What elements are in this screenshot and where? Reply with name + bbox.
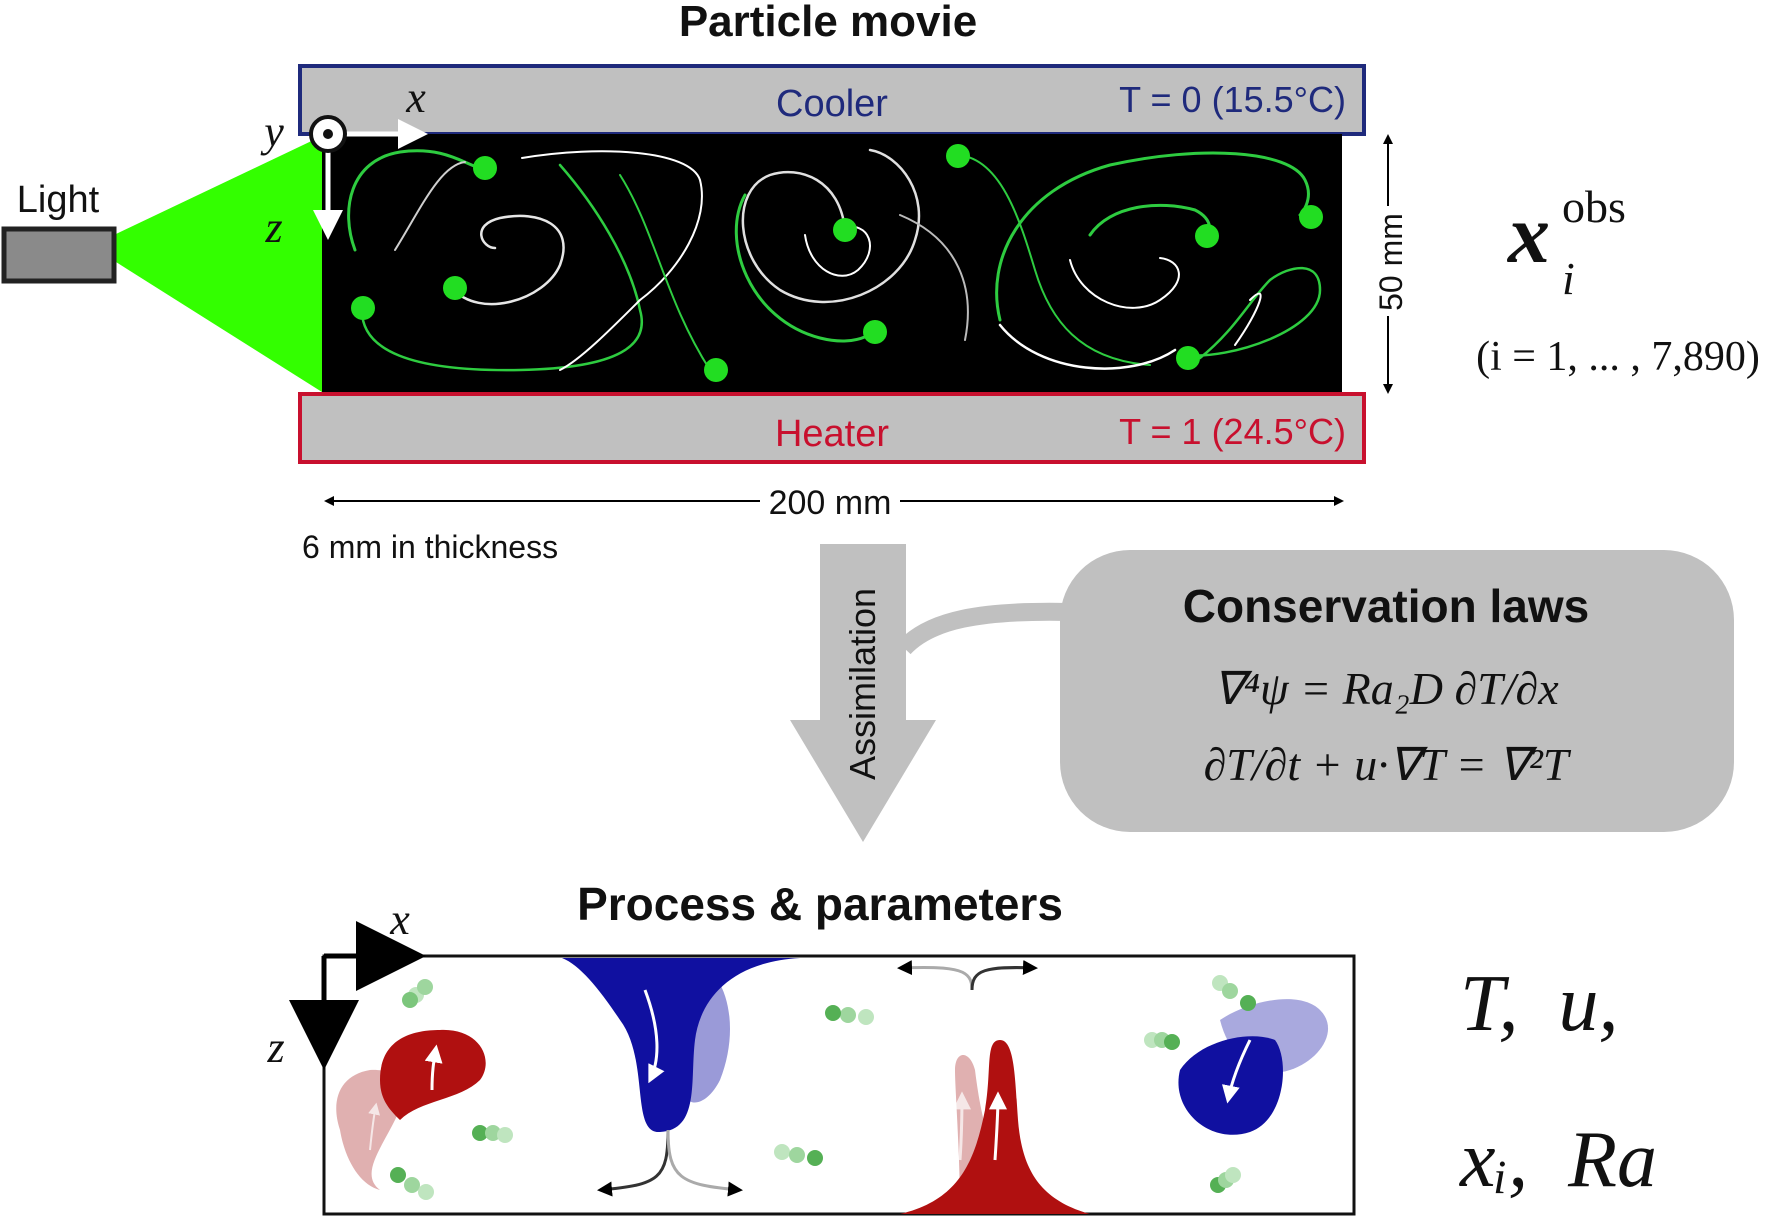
particle <box>443 276 467 300</box>
conservation-equation-1: ∇⁴ψ = Ra₂D ∂T/∂x <box>1213 663 1559 714</box>
particle-trajectories <box>347 148 1322 372</box>
observation-subscript: i <box>1562 253 1575 304</box>
thickness-label: 6 mm in thickness <box>302 529 558 565</box>
light-source <box>1 226 117 284</box>
heater-label: Heater <box>775 413 889 455</box>
top-axis-y-label: y <box>260 107 284 156</box>
observation-superscript: obs <box>1562 181 1626 232</box>
top-axis-x-label: x <box>405 73 426 122</box>
process-particles <box>390 975 1256 1200</box>
particle <box>473 156 497 180</box>
particle <box>704 358 728 382</box>
cold-plumes <box>562 958 1329 1135</box>
bottom-axis-z-label: z <box>266 1023 284 1072</box>
cooler-label: Cooler <box>776 83 888 125</box>
conservation-laws-title: Conservation laws <box>1183 580 1589 632</box>
heater-temp: T = 1 (24.5°C) <box>1119 411 1346 452</box>
particle <box>1176 346 1200 370</box>
height-dimension-label: 50 mm <box>1373 213 1409 311</box>
conservation-laws-box <box>1060 550 1734 832</box>
outputs-line-1: T, u, <box>1460 960 1619 1048</box>
top-axis-z-label: z <box>264 203 282 252</box>
particle <box>1299 205 1323 229</box>
width-dimension-label: 200 mm <box>769 484 892 522</box>
bottom-axes <box>289 921 426 1070</box>
top-axes <box>309 115 428 240</box>
cooler-plate <box>298 64 1366 136</box>
top-title: Particle movie <box>679 0 977 46</box>
connector-line <box>897 602 1071 655</box>
light-label: Light <box>17 179 100 221</box>
bottom-axis-x-label: x <box>389 895 410 944</box>
particles <box>351 144 1323 382</box>
particle <box>1195 224 1219 248</box>
particle <box>833 218 857 242</box>
bottom-title: Process & parameters <box>577 878 1063 930</box>
assimilation-arrow <box>790 544 936 842</box>
heater-plate <box>298 392 1366 464</box>
assimilation-label: Assimilation <box>842 588 883 780</box>
particle <box>946 144 970 168</box>
observation-range: (i = 1, ... , 7,890) <box>1476 334 1760 380</box>
cooler-temp: T = 0 (15.5°C) <box>1119 79 1346 120</box>
hot-plumes <box>336 1029 1090 1214</box>
light-beam <box>116 136 322 392</box>
particle <box>863 320 887 344</box>
conservation-equation-2: ∂T/∂t + u·∇T = ∇²T <box>1204 739 1572 790</box>
flow-arrows <box>597 960 1038 1197</box>
observation-symbol: x <box>1506 188 1550 281</box>
outputs-line-2: xᵢ, Ra <box>1459 1116 1657 1204</box>
particle <box>351 296 375 320</box>
